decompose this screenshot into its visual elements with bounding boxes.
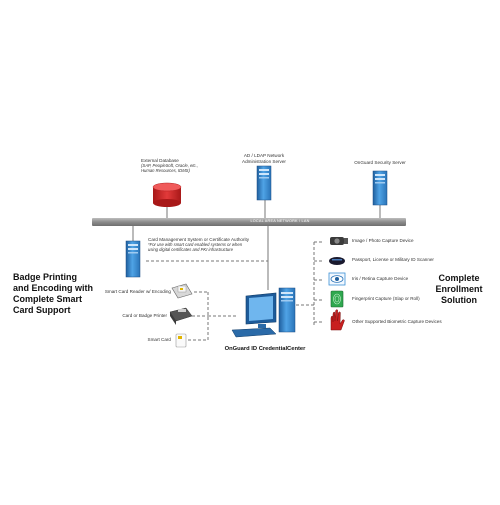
- smart-card-label: Smart Card: [147, 337, 172, 342]
- ldap-server-icon: [256, 165, 272, 201]
- badge-printer-icon: [169, 307, 193, 325]
- badge-heading-line1: Badge Printing: [13, 272, 78, 282]
- badge-printer-label: Card or Badge Printer: [122, 313, 167, 318]
- iris-scanner-icon: [328, 272, 346, 286]
- badge-heading-line3: Complete Smart: [13, 294, 83, 304]
- lan-bus-label: LOCAL AREA NETWORK / LAN: [250, 219, 310, 223]
- enrollment-heading-line2: Enrollment: [435, 284, 483, 294]
- smart-card-icon: [175, 333, 187, 348]
- workstation-icon: [231, 287, 296, 338]
- card-reader-label: Smart Card Reader w/ Encoding: [104, 289, 171, 294]
- id-scanner-label: Passport, License or Military ID Scanner: [352, 257, 434, 262]
- id-scanner-icon: [329, 257, 345, 265]
- badge-heading-line4: Card Support: [13, 305, 71, 315]
- fingerprint-device-label: Fingerprint Capture (Slap or Roll): [352, 296, 420, 301]
- workstation-label: OnGuard ID CredentialCenter: [224, 346, 306, 352]
- cms-title: Card Management System or Certificate Au…: [148, 237, 250, 242]
- external-db-title: External Database: [141, 158, 179, 163]
- iris-device-label: Iris / Retina Capture Device: [352, 276, 409, 281]
- fingerprint-icon: [330, 290, 344, 308]
- biometric-device-label: Other Supported Biometric Capture Device…: [352, 319, 442, 324]
- ldap-label-line2: Administration Server: [242, 159, 286, 164]
- card-reader-icon: [171, 283, 193, 299]
- photo-device-label: Image / Photo Capture Device: [352, 238, 414, 243]
- ldap-label-line1: AD / LDAP Network: [243, 153, 285, 158]
- enrollment-heading-line1: Complete: [438, 273, 480, 283]
- badge-heading-line2: and Encoding with: [13, 283, 93, 293]
- security-server-label: OnGuard Security Server: [354, 160, 406, 165]
- cms-note-line2: using digital certificates and PKI infra…: [148, 247, 233, 252]
- cms-note-line1: *For use with smart card enabled systems…: [148, 242, 243, 247]
- camera-icon: [330, 237, 348, 245]
- enrollment-heading-line3: Solution: [441, 295, 477, 305]
- lan-bus: [92, 218, 406, 226]
- database-icon: [152, 182, 182, 207]
- cms-server-icon: [125, 240, 141, 278]
- hand-biometric-icon: [330, 309, 345, 331]
- external-db-subtitle: (SAP, PeopleSoft, Oracle, etc., Human Re…: [141, 163, 198, 173]
- security-server-icon: [372, 170, 388, 206]
